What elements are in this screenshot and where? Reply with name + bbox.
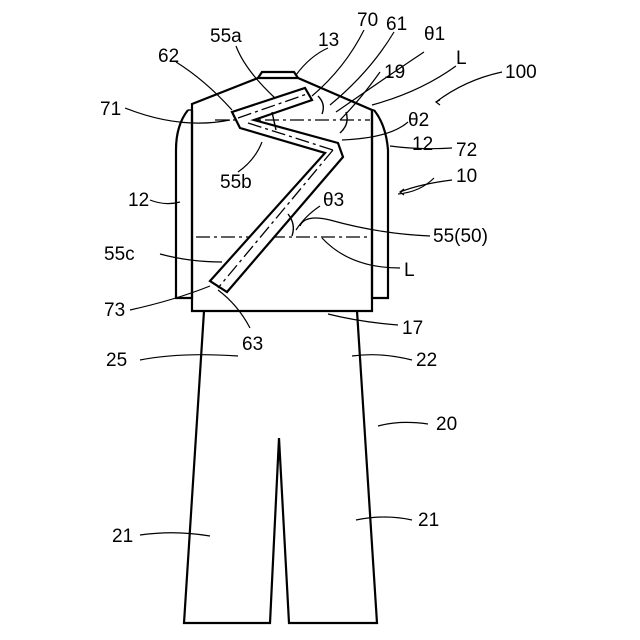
label-73: 73 <box>104 300 125 321</box>
label-theta3: θ3 <box>323 190 344 211</box>
right-sleeve <box>372 110 388 298</box>
label-13: 13 <box>318 30 339 51</box>
label-theta1: θ1 <box>424 24 445 45</box>
label-70: 70 <box>357 10 378 31</box>
label-25: 25 <box>106 350 127 371</box>
label-72: 72 <box>456 140 477 161</box>
label-55c: 55c <box>104 244 135 265</box>
label-71: 71 <box>100 99 121 120</box>
label-55-50: 55(50) <box>433 226 488 247</box>
label-17: 17 <box>402 318 423 339</box>
label-22: 22 <box>416 350 437 371</box>
label-100: 100 <box>505 62 537 83</box>
left-sleeve <box>176 110 192 298</box>
trousers <box>184 311 377 623</box>
label-12-left: 12 <box>128 190 149 211</box>
label-21-right: 21 <box>418 510 439 531</box>
leader-lines <box>125 30 502 536</box>
label-L-mid: L <box>404 260 415 281</box>
label-12-right: 12 <box>412 134 433 155</box>
label-63: 63 <box>242 334 263 355</box>
label-62: 62 <box>158 46 179 67</box>
label-L-top: L <box>456 48 467 69</box>
label-55a: 55a <box>210 26 242 47</box>
label-20: 20 <box>436 414 457 435</box>
label-theta2: θ2 <box>408 110 429 131</box>
label-19: 19 <box>384 62 405 83</box>
label-10: 10 <box>456 166 477 187</box>
label-61: 61 <box>386 14 407 35</box>
label-21-left: 21 <box>112 526 133 547</box>
label-55b: 55b <box>220 172 252 193</box>
